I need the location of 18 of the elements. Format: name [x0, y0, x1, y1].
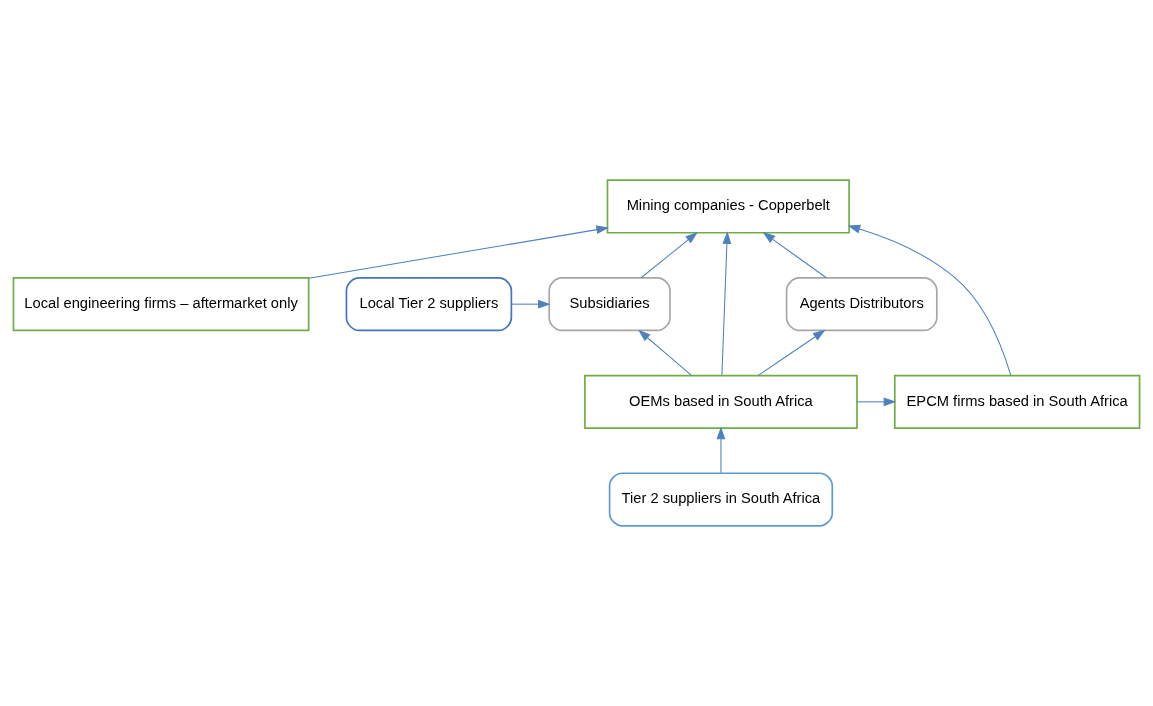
node-box: Tier 2 suppliers in South Africa	[608, 472, 834, 527]
arrow	[757, 329, 826, 376]
arrow	[762, 232, 827, 279]
arrow	[308, 225, 609, 279]
node-box: Local engineering firms – aftermarket only	[12, 277, 310, 332]
node-box: OEMs based in South Africa	[584, 374, 858, 429]
node-box: Local Tier 2 suppliers	[345, 277, 513, 332]
node-box: Agents Distributors	[785, 277, 938, 332]
node-box: Subsidiaries	[548, 277, 671, 332]
arrow	[847, 224, 1012, 376]
arrow	[721, 231, 732, 377]
arrow	[510, 299, 551, 309]
arrow	[638, 329, 692, 376]
arrow	[640, 232, 698, 279]
node-box: EPCM firms based in South Africa	[893, 374, 1141, 429]
arrow	[856, 397, 897, 407]
arrow	[716, 426, 726, 474]
node-box: Mining companies - Copperbelt	[606, 179, 850, 234]
